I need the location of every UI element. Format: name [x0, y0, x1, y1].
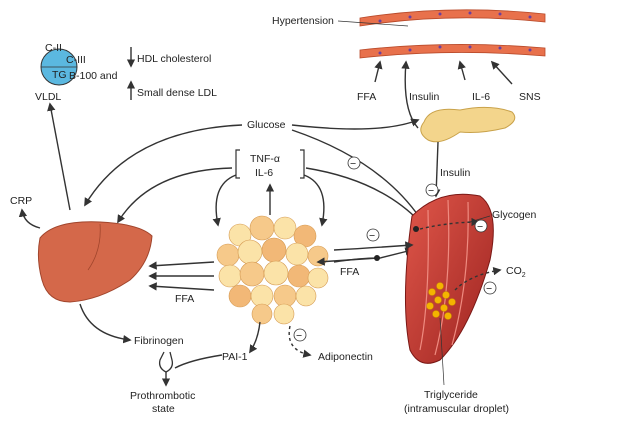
triglyceride-label: Triglyceride	[424, 389, 478, 401]
liver-ffa-label: FFA	[175, 293, 194, 305]
vessel-sns-label: SNS	[519, 91, 541, 103]
skeletal-muscle	[404, 193, 494, 364]
fibrinogen-label: Fibrinogen	[134, 335, 184, 347]
vessel-insulin-label: Insulin	[409, 91, 440, 103]
vldl-label: VLDL	[35, 91, 61, 103]
intramuscular-droplets	[426, 282, 456, 320]
vessel-il6-label: IL-6	[472, 91, 490, 103]
glucose-label: Glucose	[247, 119, 286, 131]
apo-c3-label: C-III	[66, 54, 86, 66]
crp-label: CRP	[10, 195, 32, 207]
cytokine-bracket: TNF-α IL-6	[235, 149, 305, 179]
adiponectin-label: Adiponectin	[318, 351, 373, 363]
vldl-particle: C-II C-III TG B-100 and VLDL	[35, 42, 118, 103]
state-label: state	[152, 403, 175, 415]
minus-icon: −	[296, 330, 302, 342]
pai1-label: PAI-1	[222, 351, 248, 363]
ldl-label: Small dense LDL	[137, 87, 217, 99]
glycogen-label: Glycogen	[492, 209, 537, 221]
pancreas	[420, 106, 516, 143]
prothrombotic-label: Prothrombotic	[130, 390, 195, 402]
minus-icon: −	[350, 158, 356, 170]
vessel-ffa-label: FFA	[357, 91, 376, 103]
adipose-tissue	[216, 215, 329, 325]
apo-c2-label: C-II	[45, 42, 62, 54]
hdl-label: HDL cholesterol	[137, 53, 211, 65]
blood-vessel: Hypertension	[272, 9, 546, 59]
minus-icon: −	[486, 283, 492, 295]
tnf-label: TNF-α	[250, 153, 280, 165]
liver	[37, 221, 153, 303]
cytokine-il6-label: IL-6	[255, 167, 273, 179]
pancreas-insulin-label: Insulin	[440, 167, 471, 179]
minus-icon: −	[369, 230, 375, 242]
muscle-ffa-label: FFA	[340, 266, 359, 278]
co2-label: CO2	[506, 265, 526, 279]
lipid-changes: HDL cholesterol Small dense LDL	[126, 47, 217, 100]
apo-b100-label: B-100 and	[69, 70, 118, 82]
minus-icon: −	[428, 185, 434, 197]
minus-icon: −	[477, 221, 483, 233]
hypertension-label: Hypertension	[272, 15, 334, 27]
tg-label: TG	[52, 69, 67, 81]
droplet-label: (intramuscular droplet)	[404, 403, 509, 415]
